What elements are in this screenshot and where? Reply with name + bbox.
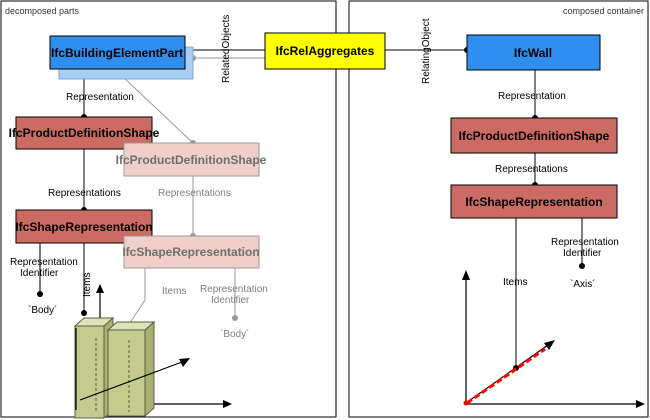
axis-value-label: `Axis´ <box>570 278 596 290</box>
geometry-right-axis-polyline <box>466 347 546 405</box>
shape-rep-faded-label: IfcShapeRepresentation <box>122 245 259 259</box>
representations-left-label: Representations <box>48 188 121 199</box>
pds-left-label: IfcProductDefinitionShape <box>9 126 160 140</box>
left-panel <box>0 0 337 418</box>
shape-rep-left-label: IfcShapeRepresentation <box>15 220 152 234</box>
geometry-left-z-axis <box>79 361 183 401</box>
rep-identifier-faded-line1: Representation <box>200 284 268 295</box>
geometry-block-1 <box>73 316 115 420</box>
rel-aggregates-label: IfcRelAggregates <box>276 44 375 58</box>
relating-object-label: RelatingObject <box>421 18 432 84</box>
rep-identifier-left-line2: Identifier <box>20 268 59 279</box>
right-geometry-illustration <box>462 270 645 408</box>
left-geometry-illustration <box>73 284 232 420</box>
geometry-left-z-arrow <box>179 358 190 367</box>
items-left-dot <box>81 310 87 316</box>
pds-faded-box[interactable] <box>123 142 260 177</box>
rep-identifier-right-line1: Representation <box>551 237 619 248</box>
rep-identifier-left-dot <box>37 291 43 297</box>
geometry-right-y-arrow <box>462 270 470 280</box>
building-element-part-label: IfcBuildingElementPart <box>51 46 183 60</box>
right-panel-title: composed container <box>563 6 644 16</box>
body-value-faded: `Body´ <box>220 328 249 340</box>
representations-right-label: Representations <box>495 164 568 175</box>
items-faded-label: Items <box>162 286 186 297</box>
geometry-right-z-arrow <box>544 340 555 350</box>
rel-aggregates-box[interactable] <box>264 32 386 70</box>
wall-label: IfcWall <box>514 46 552 60</box>
wall-box[interactable] <box>466 34 601 71</box>
pds-faded-label: IfcProductDefinitionShape <box>116 153 267 167</box>
rep-identifier-right-line2: Identifier <box>563 248 602 259</box>
rep-identifier-left-line1: Representation <box>10 257 78 268</box>
representation-left-label: Representation <box>66 92 134 103</box>
rep-identifier-faded-dot <box>232 315 238 321</box>
items-right-label: Items <box>503 277 527 288</box>
shape-rep-right-label: IfcShapeRepresentation <box>465 195 602 209</box>
rep-identifier-right-dot <box>579 263 585 269</box>
related-objects-label: RelatedObjects <box>221 15 232 83</box>
shape-rep-right-box[interactable] <box>450 184 618 219</box>
geometry-left-y-arrow <box>96 284 104 293</box>
body-value-left: `Body´ <box>28 304 57 316</box>
geometry-right-origin-point <box>463 400 469 406</box>
geometry-right-x-arrow <box>636 400 645 408</box>
representation-right-label: Representation <box>498 91 566 102</box>
representations-faded-label: Representations <box>158 188 231 199</box>
geometry-block-2 <box>106 320 156 418</box>
geometry-left-x-arrow <box>223 400 232 408</box>
pds-right-label: IfcProductDefinitionShape <box>459 129 610 143</box>
right-panel <box>348 0 649 418</box>
building-element-part-box[interactable] <box>49 35 186 70</box>
pds-right-box[interactable] <box>450 117 618 154</box>
left-panel-title: decomposed parts <box>5 6 80 16</box>
representation-faded-line <box>121 75 194 144</box>
items-left-label: Items <box>82 273 93 297</box>
shape-rep-faded-box[interactable] <box>123 235 260 269</box>
rep-identifier-faded-line2: Identifier <box>211 295 250 306</box>
